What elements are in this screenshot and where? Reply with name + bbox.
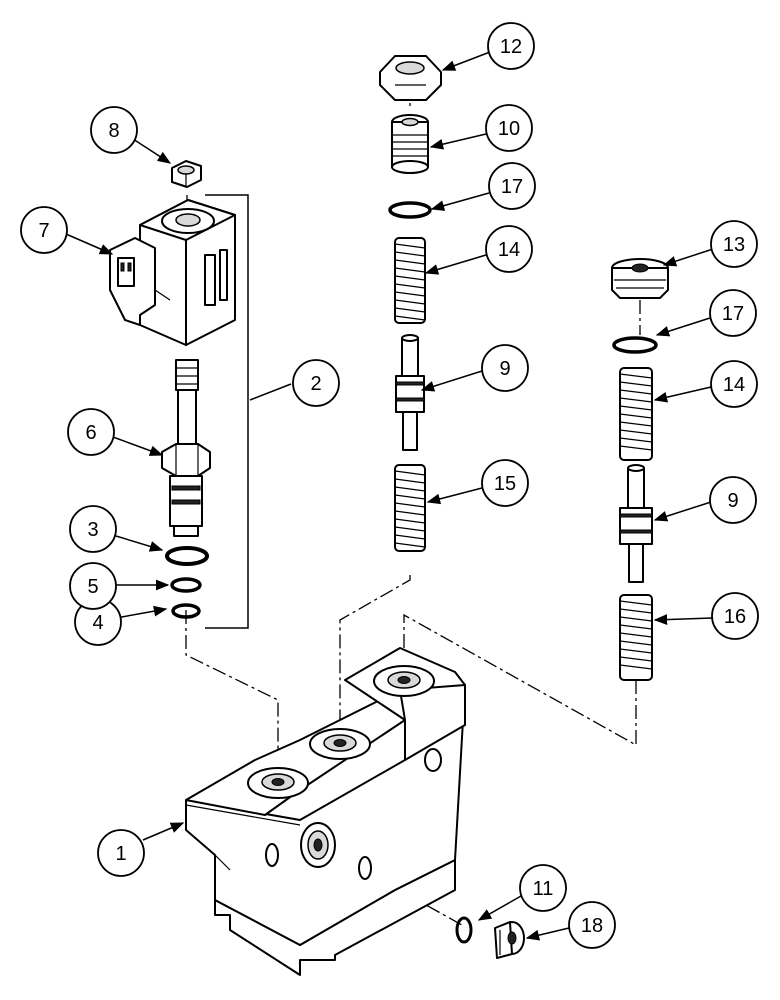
callout-10-label: 10 (498, 118, 520, 140)
callout-9b: 9 (709, 476, 757, 524)
side-plug-18 (494, 921, 525, 959)
spool-9a (395, 334, 425, 451)
callout-17b-label: 17 (722, 303, 744, 325)
callout-8-label: 8 (108, 120, 119, 142)
cartridge-valve (161, 359, 211, 537)
callout-9b-label: 9 (727, 490, 738, 512)
callout-16: 16 (711, 592, 759, 640)
o-ring-5 (170, 577, 202, 593)
callout-10: 10 (485, 104, 533, 152)
callout-1: 1 (97, 829, 145, 877)
spring-14b (619, 367, 653, 461)
callout-18: 18 (568, 901, 616, 949)
threaded-plug-10 (391, 114, 429, 174)
callout-14b: 14 (710, 360, 758, 408)
callout-17a: 17 (488, 162, 536, 210)
callout-18-label: 18 (581, 915, 603, 937)
callout-7-label: 7 (38, 220, 49, 242)
callout-6-label: 6 (85, 422, 96, 444)
callout-1-label: 1 (115, 843, 126, 865)
spring-15 (394, 464, 426, 552)
spring-14a (394, 237, 426, 324)
callout-8: 8 (90, 106, 138, 154)
spool-9b (619, 464, 653, 583)
callout-6: 6 (67, 408, 115, 456)
o-ring-3 (165, 546, 209, 566)
callout-13: 13 (710, 220, 758, 268)
callout-9a-label: 9 (499, 358, 510, 380)
callout-13-label: 13 (723, 234, 745, 256)
callout-4-label: 4 (92, 612, 103, 634)
o-ring-17b (612, 336, 658, 354)
callout-12-label: 12 (500, 36, 522, 58)
socket-plug-13 (611, 258, 669, 299)
callout-5-label: 5 (87, 576, 98, 598)
callout-3: 3 (69, 505, 117, 553)
callout-11: 11 (519, 864, 567, 912)
callout-5: 5 (69, 562, 117, 610)
callout-16-label: 16 (724, 606, 746, 628)
assembly-bracket (205, 194, 249, 629)
callout-12: 12 (487, 22, 535, 70)
callout-3-label: 3 (87, 519, 98, 541)
valve-block-housing (185, 647, 466, 976)
callout-15: 15 (481, 459, 529, 507)
callout-14b-label: 14 (723, 374, 745, 396)
callout-14a: 14 (485, 225, 533, 273)
callout-7: 7 (20, 206, 68, 254)
callout-17b: 17 (709, 289, 757, 337)
callout-2: 2 (292, 359, 340, 407)
spring-16 (619, 594, 653, 681)
callout-11-label: 11 (533, 878, 554, 900)
solenoid-coil (109, 199, 236, 346)
leader-lines (65, 51, 714, 941)
coil-nut (171, 160, 202, 188)
callout-9a: 9 (481, 344, 529, 392)
callout-2-label: 2 (310, 373, 321, 395)
hex-nut-12 (379, 55, 442, 101)
o-ring-17a (388, 201, 432, 219)
o-ring-11 (455, 916, 473, 944)
o-ring-4 (171, 603, 201, 619)
callout-14a-label: 14 (498, 239, 520, 261)
callout-15-label: 15 (494, 473, 516, 495)
callout-17a-label: 17 (501, 176, 523, 198)
